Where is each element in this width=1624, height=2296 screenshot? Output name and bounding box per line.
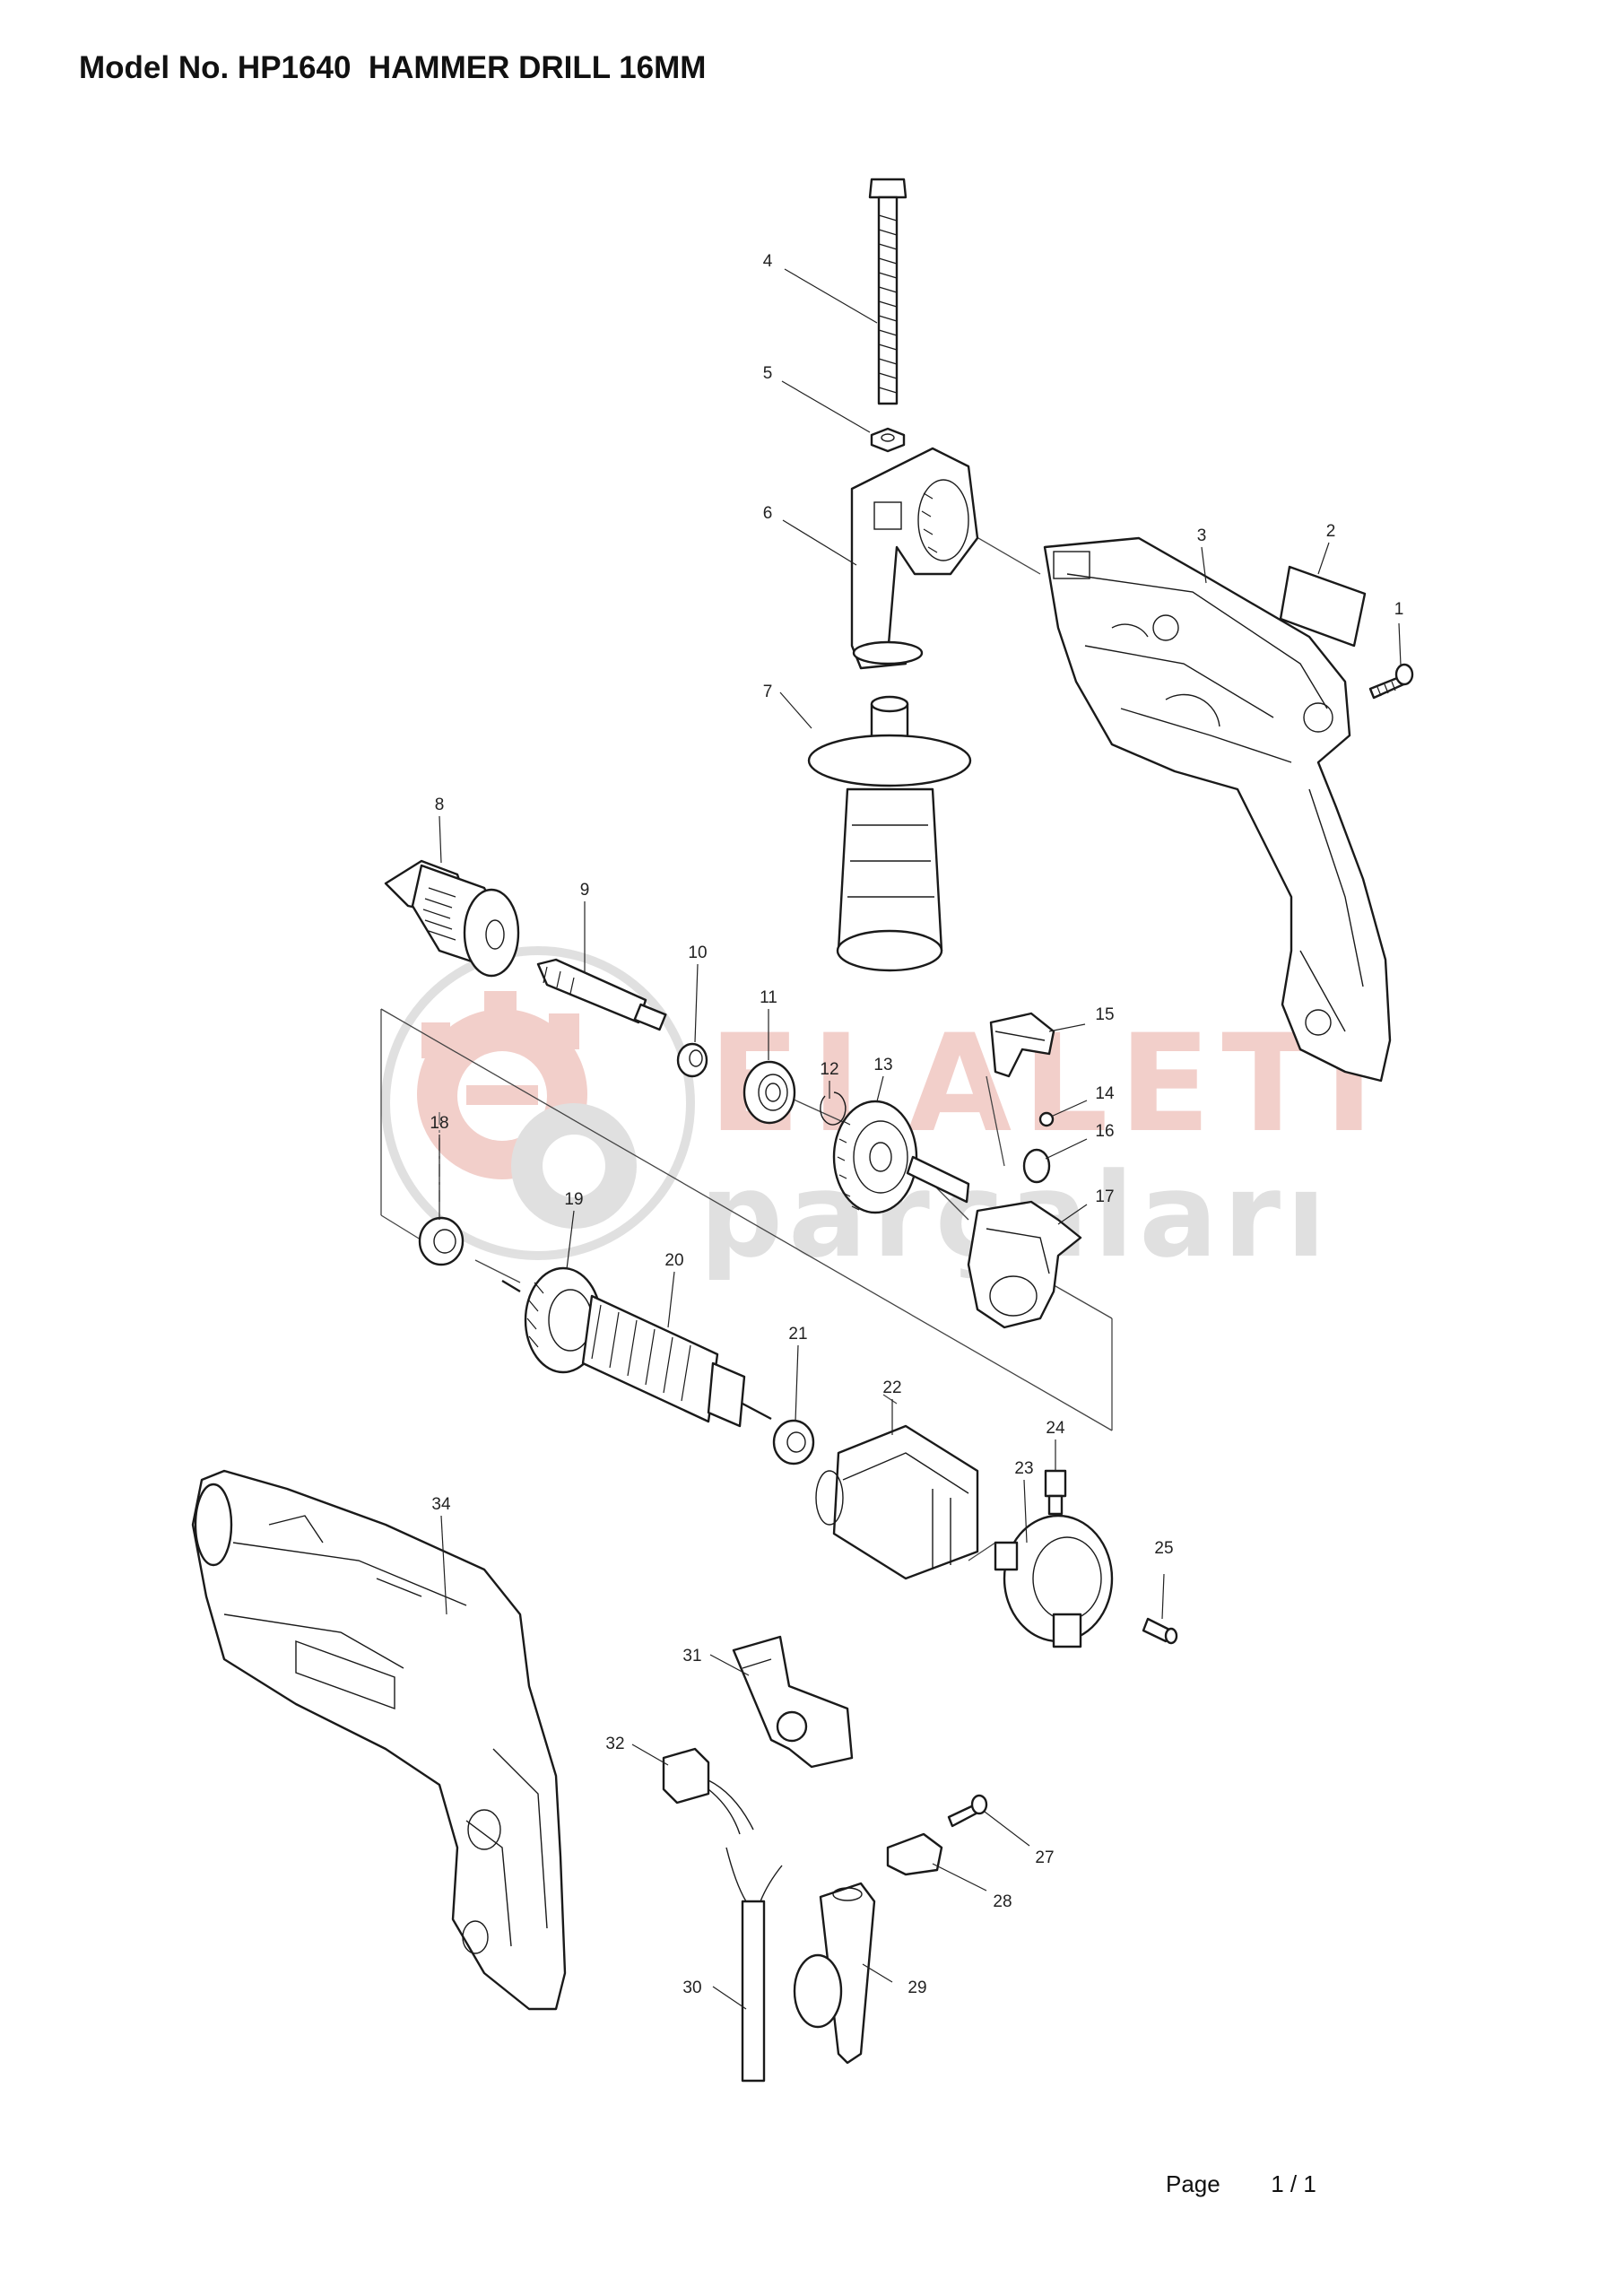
callout-5: 5 [763,364,773,383]
part-13-helical-gear [832,1100,970,1214]
callout-17: 17 [1095,1187,1114,1206]
part-11-bearing [743,1060,796,1125]
part-8-drill-chuck [384,859,520,978]
callout-2: 2 [1326,522,1336,541]
part-27-screw [947,1794,988,1828]
callout-11: 11 [760,988,777,1007]
part-32-noise-suppressor [662,1747,754,1835]
callout-13: 13 [873,1056,892,1074]
part-3-housing [1043,536,1392,1083]
watermark-gear-logo [381,946,695,1260]
part-29-cord-guard [793,1882,876,2065]
callout-12: 12 [820,1060,838,1079]
page-label: Page [1166,2170,1220,2197]
part-22-field [815,1424,979,1580]
callout-23: 23 [1014,1459,1033,1478]
part-4-bolt [868,178,908,405]
callout-8: 8 [435,796,445,814]
callout-29: 29 [908,1979,926,1997]
part-9-spindle [536,958,667,1031]
part-25-screw [1142,1617,1178,1645]
callout-30: 30 [682,1979,701,1997]
page-title: Model No. HP1640 HAMMER DRILL 16MM [79,50,707,85]
part-24-carbon-brush [1044,1469,1067,1516]
callout-28: 28 [993,1892,1012,1911]
part-21-bearing [772,1419,815,1465]
callout-6: 6 [763,504,773,523]
callout-9: 9 [580,881,590,900]
callout-32: 32 [605,1735,624,1753]
callout-15: 15 [1095,1005,1114,1024]
part-34-drill-body [191,1469,567,2011]
callout-14: 14 [1095,1084,1115,1103]
part-7-side-grip [807,695,972,972]
page-number: 1 / 1 [1271,2170,1316,2197]
callout-25: 25 [1154,1539,1173,1558]
callout-labels: 1 2 3 4 5 6 7 8 9 10 11 12 13 14 15 16 1… [430,252,1403,1997]
page-footer: Page 1 / 1 [1166,2170,1316,2198]
callout-22: 22 [882,1378,901,1397]
part-12-retaining-ring [820,1091,847,1126]
part-31-switch [732,1635,854,1769]
part-20-armature [581,1294,772,1428]
leader-lines [439,268,1402,2010]
part-10-bush [676,1042,708,1078]
callout-31: 31 [682,1647,701,1665]
callout-18: 18 [430,1114,448,1133]
callout-19: 19 [564,1190,583,1209]
part-5-nut [870,427,906,453]
part-17-gear-housing [967,1200,1082,1329]
part-23-brush-holder [994,1514,1114,1648]
callout-27: 27 [1035,1848,1054,1867]
part-14-steel-ball [1038,1111,1055,1127]
callout-4: 4 [763,252,773,271]
callout-21: 21 [788,1325,807,1344]
part-28-strain-relief [886,1832,943,1876]
callout-34: 34 [431,1495,451,1514]
part-2-label-plate [1279,565,1367,648]
callout-20: 20 [664,1251,683,1270]
part-16-o-ring [1022,1148,1051,1184]
callout-3: 3 [1197,526,1207,545]
callout-10: 10 [688,944,707,962]
part-15-change-lever [989,1012,1055,1078]
callout-24: 24 [1046,1419,1065,1438]
callout-7: 7 [763,683,773,701]
callout-16: 16 [1095,1122,1114,1141]
part-1-screw [1368,663,1414,700]
callout-1: 1 [1394,600,1404,619]
part-30-cord [725,1847,783,2083]
part-6-side-handle-clamp [850,447,979,670]
part-18-bearing [418,1216,465,1266]
